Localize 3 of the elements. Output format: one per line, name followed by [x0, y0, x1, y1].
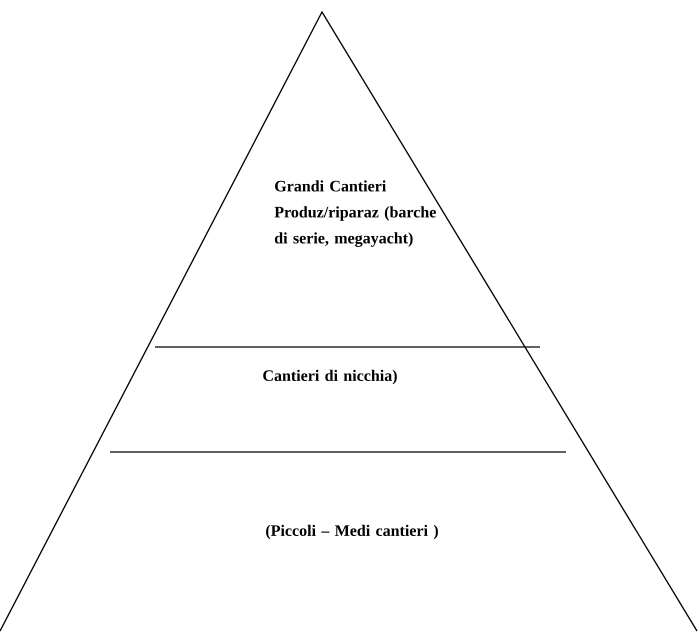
tier-label: (Piccoli – Medi cantieri )	[266, 524, 438, 540]
tier-label: Cantieri di nicchia)	[263, 370, 397, 384]
tier-label: Grandi Cantieri Produz/riparaz (barche di serie, megayacht)	[274, 180, 436, 247]
